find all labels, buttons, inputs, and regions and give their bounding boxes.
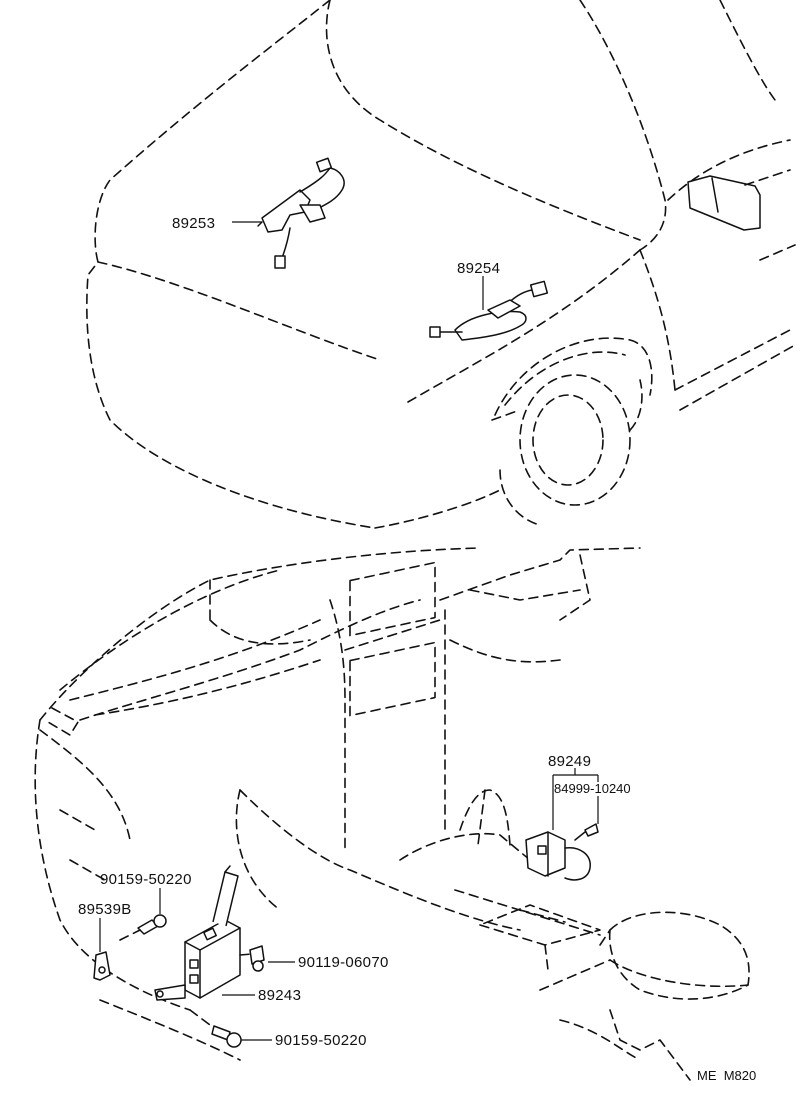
callout-90119-06070: 90119-06070 [298, 954, 389, 971]
callout-labels: 89253 89254 89249 84999-10240 90159-5022… [78, 215, 756, 1083]
diagram-code: ME M820 [697, 1068, 756, 1083]
leader-lines [99, 221, 599, 1041]
part-89249-controller [525, 823, 599, 881]
part-89254-sensor [429, 280, 549, 341]
callout-90159-50220-top: 90159-50220 [100, 871, 192, 888]
callout-84999-10240: 84999-10240 [554, 781, 631, 796]
callout-89243: 89243 [258, 987, 301, 1004]
callout-89254: 89254 [457, 260, 500, 277]
vehicle-front-outline [86, 0, 796, 529]
fasteners [93, 914, 265, 1048]
callout-89253: 89253 [172, 215, 215, 232]
callout-89539b: 89539B [78, 901, 132, 918]
callout-90159-50220-bottom: 90159-50220 [275, 1032, 367, 1049]
part-89243-module [154, 865, 241, 1001]
part-89253-sensor [257, 157, 345, 269]
vehicle-interior-outline [34, 547, 750, 1081]
callout-89249: 89249 [548, 753, 591, 770]
